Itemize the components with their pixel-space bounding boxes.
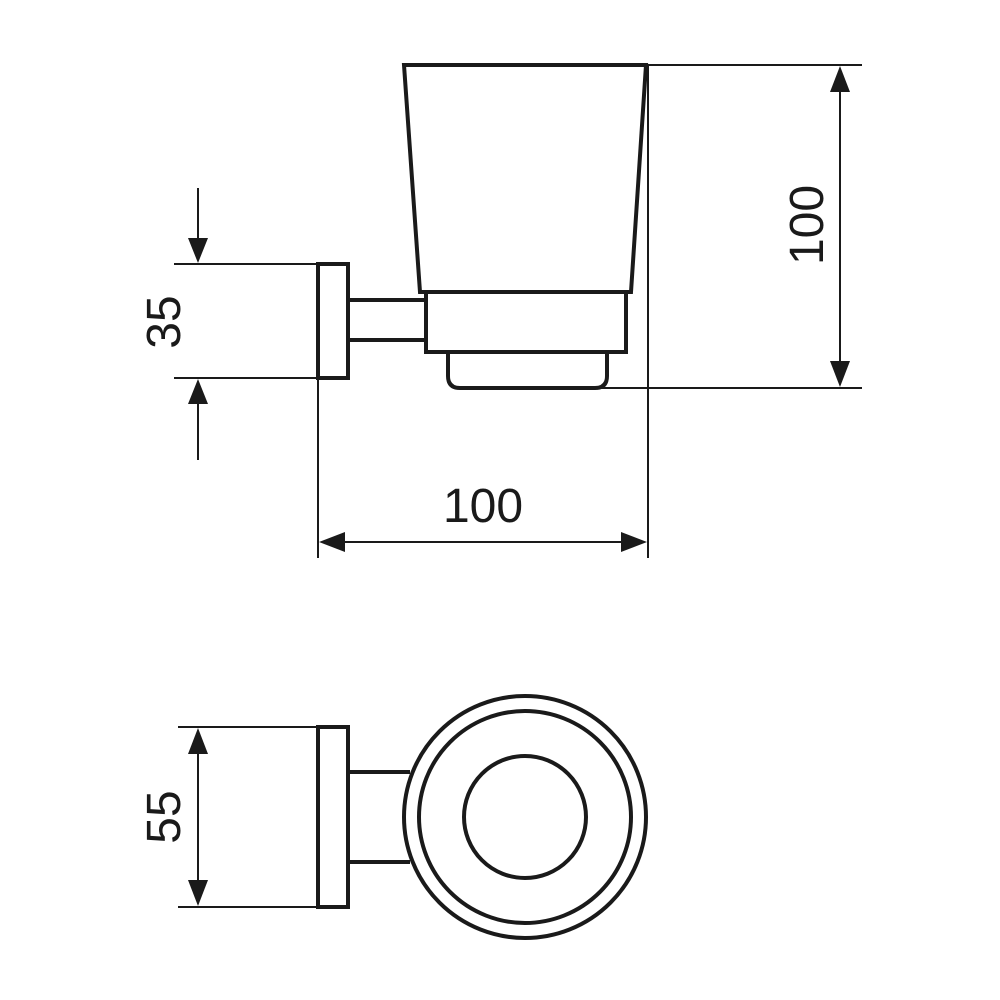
middle-ring bbox=[417, 709, 633, 925]
dimension-mount-height: 35 bbox=[138, 188, 318, 460]
dimension-label: 35 bbox=[138, 295, 191, 348]
arrow-right bbox=[621, 532, 647, 552]
top-view bbox=[316, 694, 648, 940]
arrow-down bbox=[188, 880, 208, 906]
arrow-down bbox=[188, 238, 208, 263]
cup-bottom bbox=[446, 352, 609, 390]
dimension-label: 100 bbox=[443, 480, 523, 533]
cup-outline bbox=[401, 63, 649, 294]
arrow-left bbox=[319, 532, 345, 552]
holder-ring bbox=[424, 290, 628, 354]
dimension-overall-width: 100 bbox=[317, 65, 649, 558]
arrow-up bbox=[830, 66, 850, 92]
arrow-up bbox=[188, 379, 208, 404]
dimension-mount-depth: 55 bbox=[138, 726, 318, 908]
dimension-label: 55 bbox=[138, 790, 191, 843]
wall-flange-top bbox=[316, 725, 350, 909]
inner-ring bbox=[462, 754, 588, 880]
dimension-cup-height: 100 bbox=[470, 64, 862, 389]
front-view bbox=[316, 63, 649, 390]
arrow-up bbox=[188, 728, 208, 754]
wall-flange bbox=[316, 262, 350, 380]
dimension-label: 100 bbox=[781, 185, 834, 265]
outer-ring bbox=[402, 694, 648, 940]
arrow-down bbox=[830, 361, 850, 387]
